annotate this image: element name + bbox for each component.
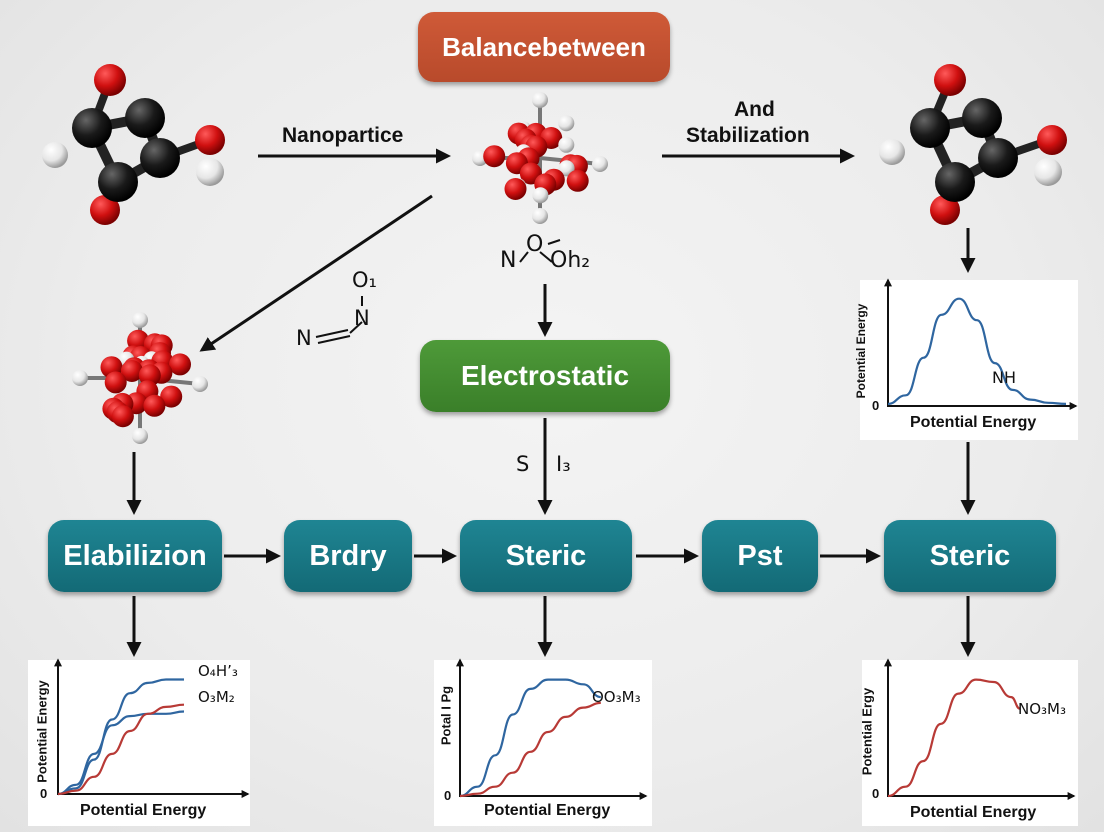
chart3-origin: 0 bbox=[872, 786, 880, 801]
hydrogen-atom bbox=[558, 115, 575, 132]
chart0-ylabel: Potential Energy bbox=[854, 303, 868, 399]
chart-series-line bbox=[57, 678, 184, 796]
chart1-origin: 0 bbox=[40, 786, 48, 801]
chart-series-line bbox=[459, 701, 601, 798]
chem-label-center-n: N bbox=[500, 248, 517, 273]
chart0-origin: 0 bbox=[872, 398, 880, 413]
flow-arrows bbox=[126, 148, 976, 657]
chart-series-line bbox=[887, 297, 1067, 405]
chart0-series-label: NH bbox=[992, 368, 1016, 387]
chart-panel-bottom-right bbox=[862, 660, 1078, 826]
hydrogen-atom bbox=[558, 136, 575, 153]
hydrogen-atom bbox=[132, 312, 148, 328]
oxygen-atom bbox=[160, 385, 183, 408]
oxygen-atom bbox=[566, 169, 589, 192]
chart0-xlabel: Potential Energy bbox=[910, 414, 1037, 431]
nanoparticle-cluster-image bbox=[72, 312, 208, 444]
chem-structure-sketch bbox=[315, 239, 561, 344]
hydrogen-atom bbox=[192, 376, 208, 392]
chart-series-line bbox=[459, 678, 601, 798]
hydrogen-atom bbox=[72, 370, 88, 386]
nanoparticle-cluster-image bbox=[472, 92, 608, 224]
hydrogen-atom bbox=[592, 156, 608, 172]
flow-box-pst: Pst bbox=[702, 520, 818, 592]
hydrogen-atom bbox=[132, 428, 148, 444]
chart-series-line bbox=[57, 710, 185, 796]
chem-label-side-n-left: N bbox=[296, 326, 312, 350]
chem-label-side-o: O₁ bbox=[352, 268, 377, 292]
oxygen-atom bbox=[483, 145, 506, 168]
hydrogen-atom bbox=[532, 92, 548, 108]
chart1-series-label-b: O₃M₂ bbox=[198, 688, 235, 706]
chart-panel-top-right bbox=[860, 280, 1078, 440]
chart3-xlabel: Potential Energy bbox=[910, 804, 1037, 821]
chart2-series-label: OO₃M₃ bbox=[592, 688, 641, 706]
chart1-series-label-a: O₄H’₃ bbox=[198, 662, 238, 680]
chart3-ylabel: Potential Ergy bbox=[859, 687, 875, 776]
chart2-origin: 0 bbox=[444, 788, 452, 803]
arrow-label-stabilization: Stabilization bbox=[686, 124, 810, 147]
electrostatic-box: Electrostatic bbox=[420, 340, 670, 412]
flow-box-elabilizion: Elabilizion bbox=[48, 520, 222, 592]
chart-series-line bbox=[887, 678, 1021, 798]
flow-box-brdry: Brdry bbox=[284, 520, 412, 592]
chart-axes bbox=[459, 662, 644, 797]
chart2-xlabel: Potential Energy bbox=[484, 802, 611, 819]
oxygen-atom bbox=[120, 360, 143, 382]
flow-box-steric-right: Steric bbox=[884, 520, 1056, 592]
oxygen-atom bbox=[143, 394, 166, 417]
chart1-xlabel: Potential Energy bbox=[80, 802, 207, 819]
molecule-ring-image bbox=[42, 64, 225, 225]
arrow-diagonal bbox=[199, 194, 433, 352]
oxygen-atom bbox=[169, 353, 191, 376]
hydrogen-atom bbox=[558, 160, 575, 177]
arrow-label-and: And bbox=[734, 98, 775, 121]
chart-series-line bbox=[57, 703, 185, 796]
title-box: Balancebetween bbox=[418, 12, 670, 82]
chem-label-i3: I₃ bbox=[556, 452, 571, 476]
chart1-ylabel: Potential Energy bbox=[34, 680, 50, 783]
chart3-series-label: NO₃M₃ bbox=[1018, 700, 1066, 718]
chem-label-center-o: O bbox=[526, 232, 544, 257]
chart-panel-bottom-center bbox=[434, 660, 652, 826]
molecule-ring-image bbox=[879, 64, 1067, 225]
arrow-label-nanoparticle: Nanopartice bbox=[282, 124, 404, 147]
chart2-ylabel: Potal I Pg bbox=[438, 685, 454, 746]
chem-label-center-oh: Oh₂ bbox=[550, 248, 591, 273]
oxygen-atom bbox=[111, 405, 134, 428]
hydrogen-atom bbox=[532, 208, 548, 224]
oxygen-atom bbox=[104, 371, 127, 394]
chart-axes bbox=[887, 282, 1074, 407]
chem-label-s: S bbox=[516, 452, 530, 476]
flow-box-steric-center: Steric bbox=[460, 520, 632, 592]
chem-label-side-n-top: N bbox=[354, 306, 370, 330]
chart-axes bbox=[887, 662, 1072, 797]
oxygen-atom bbox=[504, 178, 527, 200]
hydrogen-atom bbox=[532, 187, 549, 204]
